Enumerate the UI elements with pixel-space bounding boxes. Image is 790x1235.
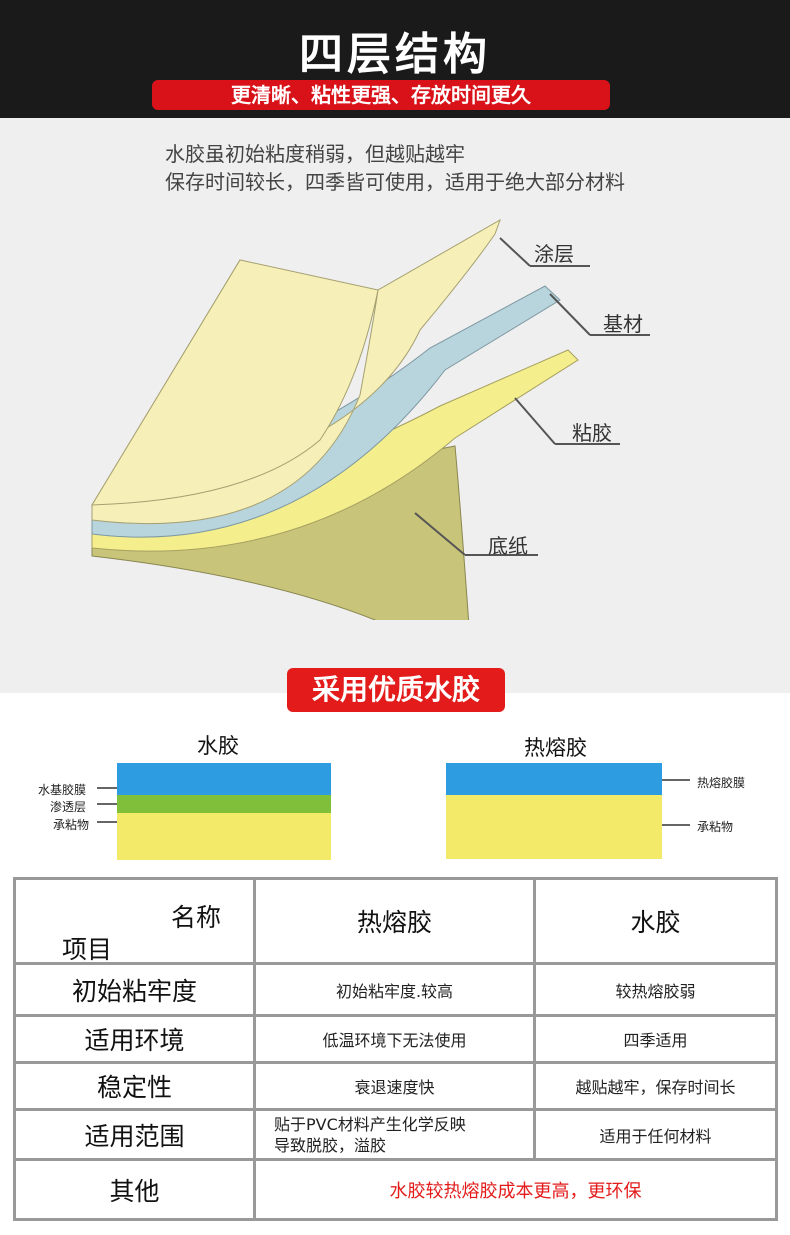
water-glue-title: 水胶 [197,734,239,758]
water-penetration-layer [117,795,331,813]
label-hot-film: 热熔胶膜 [697,776,746,790]
corner-name: 名称 [171,903,222,932]
hot-value: 低温环境下无法使用 [253,1014,536,1064]
label-penetration: 渗透层 [50,800,87,814]
table-row-other: 其他 水胶较热熔胶成本更高，更环保 [13,1158,778,1221]
row-label: 初始粘牢度 [13,962,256,1017]
label-liner: 底纸 [488,534,528,558]
hot-base-layer [446,795,662,859]
corner-item: 项目 [62,935,113,964]
hot-film-layer [446,763,662,795]
page-title: 四层结构 [299,29,491,80]
label-water-film: 水基胶膜 [38,783,87,797]
subtitle-banner: 更清晰、粘性更强、存放时间更久 [152,80,610,110]
intro-line-2: 保存时间较长，四季皆可使用，适用于绝大部分材料 [165,170,625,194]
table-row: 初始粘牢度 初始粘牢度.较高 较热熔胶弱 [13,962,778,1017]
label-coating: 涂层 [534,242,574,266]
water-value: 越贴越牢，保存时间长 [533,1061,778,1111]
table-row: 稳定性 衰退速度快 越贴越牢，保存时间长 [13,1061,778,1111]
label-water-base: 承粘物 [53,818,90,832]
layer-structure-diagram [91,218,650,620]
water-value: 适用于任何材料 [533,1108,778,1161]
col-header-hot-melt: 热熔胶 [253,877,536,965]
water-glue-badge: 采用优质水胶 [287,668,505,712]
table-header-row: 名称 项目 热熔胶 水胶 [13,877,778,965]
water-value: 四季适用 [533,1014,778,1064]
hot-value: 衰退速度快 [253,1061,536,1111]
table-row: 适用范围 贴于PVC材料产生化学反映 导致脱胶，溢胶 适用于任何材料 [13,1108,778,1161]
hot-value: 初始粘牢度.较高 [253,962,536,1017]
water-film-layer [117,763,331,795]
label-substrate: 基材 [603,312,643,336]
corner-cell: 名称 项目 [13,877,256,965]
water-value: 较热熔胶弱 [533,962,778,1017]
row-label: 其他 [13,1158,256,1221]
hot-melt-title: 热熔胶 [524,736,587,760]
hot-value: 贴于PVC材料产生化学反映 导致脱胶，溢胶 [253,1108,536,1161]
table-row: 适用环境 低温环境下无法使用 四季适用 [13,1014,778,1064]
col-header-water: 水胶 [533,877,778,965]
water-base-layer [117,813,331,860]
other-value: 水胶较热熔胶成本更高，更环保 [253,1158,778,1221]
comparison-table: 名称 项目 热熔胶 水胶 初始粘牢度 初始粘牢度.较高 较热熔胶弱 适用环境 低… [13,877,778,1221]
glue-comparison-illustration [97,763,690,860]
label-hot-base: 承粘物 [697,820,734,834]
row-label: 稳定性 [13,1061,256,1111]
label-adhesive: 粘胶 [572,421,612,445]
row-label: 适用环境 [13,1014,256,1064]
row-label: 适用范围 [13,1108,256,1161]
intro-line-1: 水胶虽初始粘度稍弱，但越贴越牢 [165,142,465,166]
